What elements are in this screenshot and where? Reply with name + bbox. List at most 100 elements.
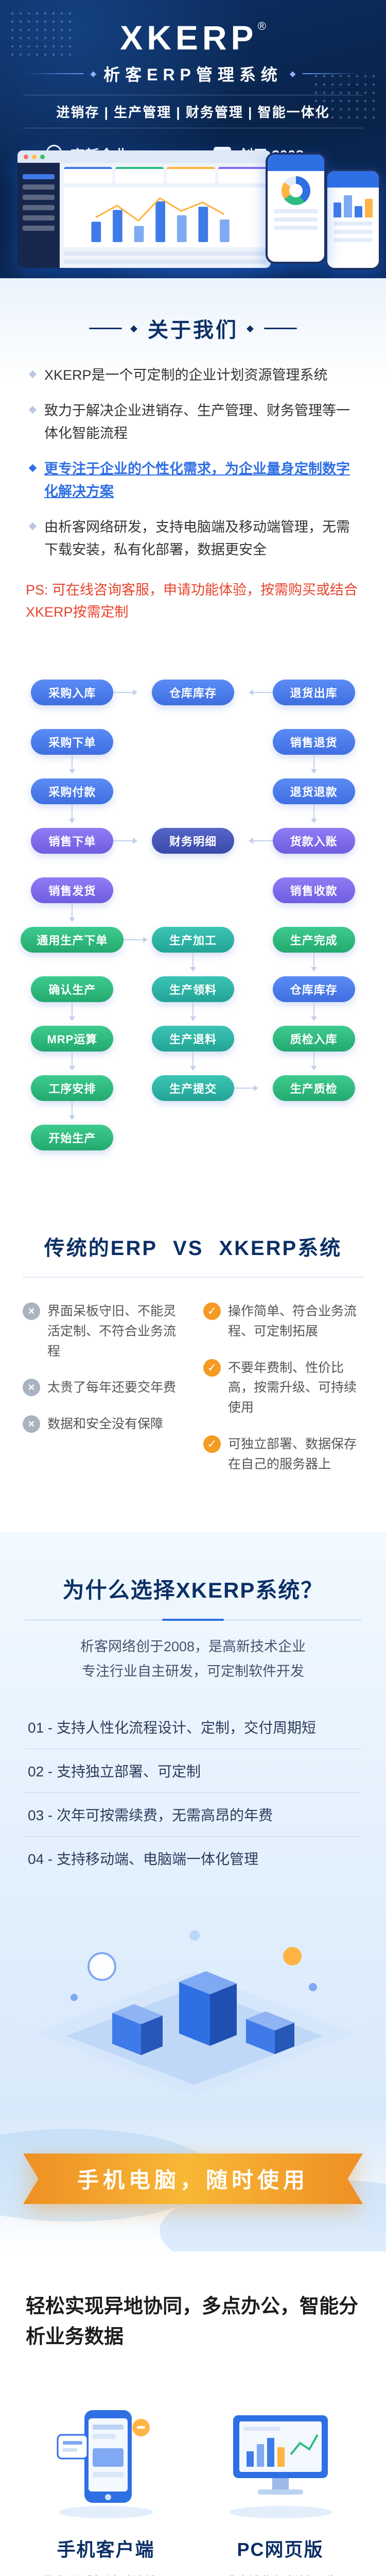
check-icon: ✓ <box>203 1359 221 1377</box>
flow-node: 采购入库 <box>31 680 114 706</box>
flow-node: 采购下单 <box>31 729 114 755</box>
table-row-skeleton <box>64 251 267 256</box>
why-subtitle-line2: 专注行业自主研发，可定制软件开发 <box>82 1663 304 1679</box>
clients-section: 轻松实现异地协同，多点办公，智能分析业务数据 <box>0 2251 386 2576</box>
brand-subtitle-text: 析客ERP管理系统 <box>103 65 283 84</box>
why-subtitle: 析客网络创于2008，是高新技术企业 专注行业自主研发，可定制软件开发 <box>25 1635 361 1684</box>
client-features: 手机客户端 业务员手机随时随地开单、轻松管理客户，销售行为了然 <box>26 2392 360 2576</box>
flow-node: 采购付款 <box>31 778 114 805</box>
window-body <box>17 163 271 268</box>
flow-node: 退货退款 <box>272 778 355 805</box>
pro-text: 可独立部署、数据保存在自己的服务器上 <box>228 1436 357 1471</box>
flow-node: 开始生产 <box>31 1125 114 1151</box>
stat-cards-skeleton <box>64 167 267 183</box>
check-icon: ✓ <box>203 1302 221 1320</box>
feature-description: 业务员手机随时随地开单、轻松管理客户，销售行为了然 <box>36 2572 176 2576</box>
con-text: 太贵了每年还要交年费 <box>47 1380 177 1395</box>
flow-node: MRP运算 <box>31 1026 114 1052</box>
cross-icon: × <box>23 1415 40 1433</box>
why-list: 01 - 支持人性化流程设计、定制，交付周期短 02 - 支持独立部署、可定制 … <box>25 1705 361 1880</box>
why-subtitle-line1: 析客网络创于2008，是高新技术企业 <box>80 1639 306 1655</box>
feature-title: 手机客户端 <box>57 2538 155 2560</box>
flow-node: 货款入账 <box>272 828 355 854</box>
brand-logo: XKERP® <box>0 21 386 55</box>
product-screenshots <box>0 149 386 278</box>
flow-node: 销售下单 <box>31 828 114 854</box>
dashboard-chart-skeleton <box>64 188 267 247</box>
flow-node: 生产质检 <box>272 1075 355 1101</box>
chart-graphic <box>91 197 230 242</box>
why-item: 01 - 支持人性化流程设计、定制，交付周期短 <box>25 1705 361 1749</box>
pc-graphic <box>229 2415 332 2518</box>
comparison-title-left: 传统的ERP <box>44 1237 158 1260</box>
feature-mobile-client: 手机客户端 业务员手机随时随地开单、轻松管理客户，销售行为了然 <box>26 2392 186 2576</box>
dashboard-sidebar-skeleton <box>17 163 60 268</box>
diamond-ornament: ◆ <box>130 323 139 333</box>
cross-icon: × <box>23 1302 40 1320</box>
mobile-line-skeleton <box>334 230 373 234</box>
flow-node: 工序安排 <box>31 1075 114 1101</box>
mobile-bar-chart <box>334 193 373 217</box>
mobile-app-screenshot <box>325 169 381 270</box>
desktop-dashboard-screenshot <box>17 150 271 268</box>
mobile-line-skeleton <box>274 217 318 222</box>
clients-heading: 轻松实现异地协同，多点办公，智能分析业务数据 <box>26 2295 359 2348</box>
window-dot <box>40 154 45 159</box>
comparison-title-right: XKERP系统 <box>219 1237 342 1260</box>
about-paragraph: XKERP是一个可定制的企业计划资源管理系统 <box>26 364 360 387</box>
decorative-line <box>264 327 297 329</box>
cross-icon: × <box>23 1379 40 1397</box>
decorative-line <box>303 73 360 74</box>
ribbon-section: 手机电脑，随时使用 <box>0 2113 386 2251</box>
diamond-ornament: ◆ <box>289 70 296 78</box>
check-icon: ✓ <box>203 1435 221 1453</box>
brand-subtitle: ◆ 析客ERP管理系统 ◆ <box>0 62 386 86</box>
about-title-text: 关于我们 <box>148 319 238 342</box>
brand-logo-text: XKERP <box>120 19 258 57</box>
about-title: ◆ 关于我们 ◆ <box>26 313 360 343</box>
mobile-line-skeleton <box>274 226 318 230</box>
mobile-line-skeleton <box>274 209 318 213</box>
window-dot <box>24 154 28 159</box>
isometric-illustration <box>25 1905 361 2113</box>
pc-illustration <box>200 2392 360 2520</box>
mobile-app-screenshot <box>266 152 326 264</box>
decorative-line <box>26 73 83 74</box>
decorative-line <box>89 327 122 329</box>
flow-node: 销售收款 <box>272 877 355 904</box>
registered-mark: ® <box>257 20 266 32</box>
ribbon-banner: 手机电脑，随时使用 <box>23 2153 363 2204</box>
flow-node: 确认生产 <box>31 976 114 1003</box>
pro-item: ✓ 不要年费制、性价比高，按需升级、可持续使用 <box>203 1358 363 1418</box>
flow-node: 销售退货 <box>272 729 355 755</box>
phone-graphic <box>57 2410 153 2518</box>
mobile-header-skeleton <box>327 171 379 188</box>
comparison-title-vs: VS <box>173 1237 204 1260</box>
about-paragraph: 更专注于企业的个性化需求，为企业量身定制数字化解决方案 <box>26 457 360 503</box>
flow-node: 生产提交 <box>151 1075 234 1101</box>
about-paragraph: 由析客网络研发，支持电脑端及移动端管理，无需下载安装，私有化部署，数据更安全 <box>26 516 360 562</box>
diamond-ornament: ◆ <box>247 323 256 333</box>
flow-node: 生产领料 <box>151 976 234 1003</box>
pro-item: ✓ 可独立部署、数据保存在自己的服务器上 <box>203 1434 363 1475</box>
decorative-line <box>23 1277 363 1278</box>
pro-text: 不要年费制、性价比高，按需升级、可持续使用 <box>228 1360 357 1415</box>
ps-note: PS: 可在线咨询客服，申请功能体验，按需购买或结合XKERP按需定制 <box>26 582 358 620</box>
why-item: 04 - 支持移动端、电脑端一体化管理 <box>28 1851 259 1867</box>
mobile-donut-chart <box>282 176 310 205</box>
window-dot <box>32 154 37 159</box>
dot-pattern <box>312 72 379 121</box>
flow-node: 生产完成 <box>272 927 355 953</box>
feature-description: 采购销售轻松管理生意，多报表分析业务数据 <box>210 2572 350 2576</box>
why-title: 为什么选择XKERP系统？ <box>62 1578 324 1603</box>
mobile-line-skeleton <box>334 238 373 242</box>
pros-column: ✓ 操作简单、符合业务流程、可定制拓展 ✓ 不要年费制、性价比高，按需升级、可持… <box>203 1301 363 1490</box>
table-row-skeleton <box>64 260 267 264</box>
flow-node: 生产加工 <box>151 927 234 953</box>
about-section: ◆ 关于我们 ◆ XKERP是一个可定制的企业计划资源管理系统 致力于解决企业进… <box>0 278 386 650</box>
about-paragraphs: XKERP是一个可定制的企业计划资源管理系统 致力于解决企业进销存、生产管理、财… <box>26 364 360 562</box>
about-paragraph: 致力于解决企业进销存、生产管理、财务管理等一体化智能流程 <box>26 399 360 445</box>
hero-tagline: 进销存 | 生产管理 | 财务管理 | 智能一体化 <box>23 95 363 128</box>
hero-section: XKERP® ◆ 析客ERP管理系统 ◆ 进销存 | 生产管理 | 财务管理 |… <box>0 0 386 278</box>
